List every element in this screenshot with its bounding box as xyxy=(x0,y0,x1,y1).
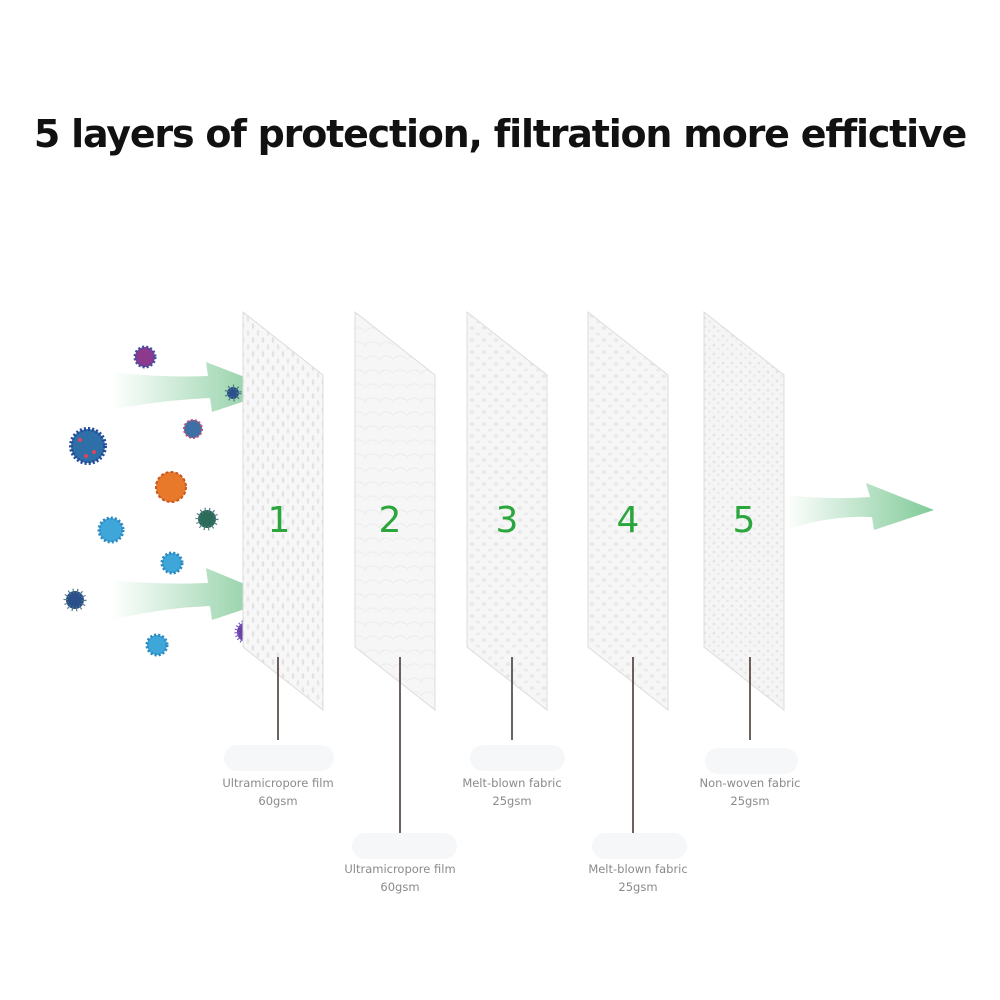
layer-number-5: 5 xyxy=(732,500,756,541)
airflow-arrow-bottom xyxy=(112,568,278,620)
airflow-arrow-out xyxy=(785,483,934,530)
layer-panel-2 xyxy=(354,310,436,712)
layer-number-4: 4 xyxy=(616,500,640,541)
layer-panel-5 xyxy=(703,310,785,712)
layer-weight: 60gsm xyxy=(258,794,298,808)
label-blur xyxy=(470,745,565,771)
airflow-arrow-top xyxy=(112,362,278,412)
layer-weight: 25gsm xyxy=(492,794,532,808)
layer-number-3: 3 xyxy=(495,500,519,541)
page-title: 5 layers of protection, filtration more … xyxy=(33,112,967,156)
layer-weight: 25gsm xyxy=(730,794,770,808)
label-blur xyxy=(352,833,457,859)
layer-label-5: Non-woven fabric 25gsm xyxy=(650,774,850,810)
layer-number-2: 2 xyxy=(378,500,402,541)
leader-lines xyxy=(277,657,751,834)
layer-material: Non-woven fabric xyxy=(699,776,801,790)
label-blur xyxy=(592,833,687,859)
layer-number-1: 1 xyxy=(267,500,291,541)
layer-weight: 60gsm xyxy=(380,880,420,894)
layer-label-3: Melt-blown fabric 25gsm xyxy=(412,774,612,810)
layer-weight: 25gsm xyxy=(618,880,658,894)
layer-panel-3 xyxy=(466,310,548,712)
layer-label-4: Melt-blown fabric 25gsm xyxy=(538,860,738,896)
layer-label-2: Ultramicropore film 60gsm xyxy=(300,860,500,896)
layer-material: Melt-blown fabric xyxy=(588,862,688,876)
layer-panel-4 xyxy=(587,310,669,712)
label-blur xyxy=(705,748,798,774)
layer-material: Ultramicropore film xyxy=(222,776,334,790)
label-blur xyxy=(224,745,334,771)
layer-label-1: Ultramicropore film 60gsm xyxy=(178,774,378,810)
layer-material: Ultramicropore film xyxy=(344,862,456,876)
layer-panel-1 xyxy=(242,310,324,712)
layer-material: Melt-blown fabric xyxy=(462,776,562,790)
